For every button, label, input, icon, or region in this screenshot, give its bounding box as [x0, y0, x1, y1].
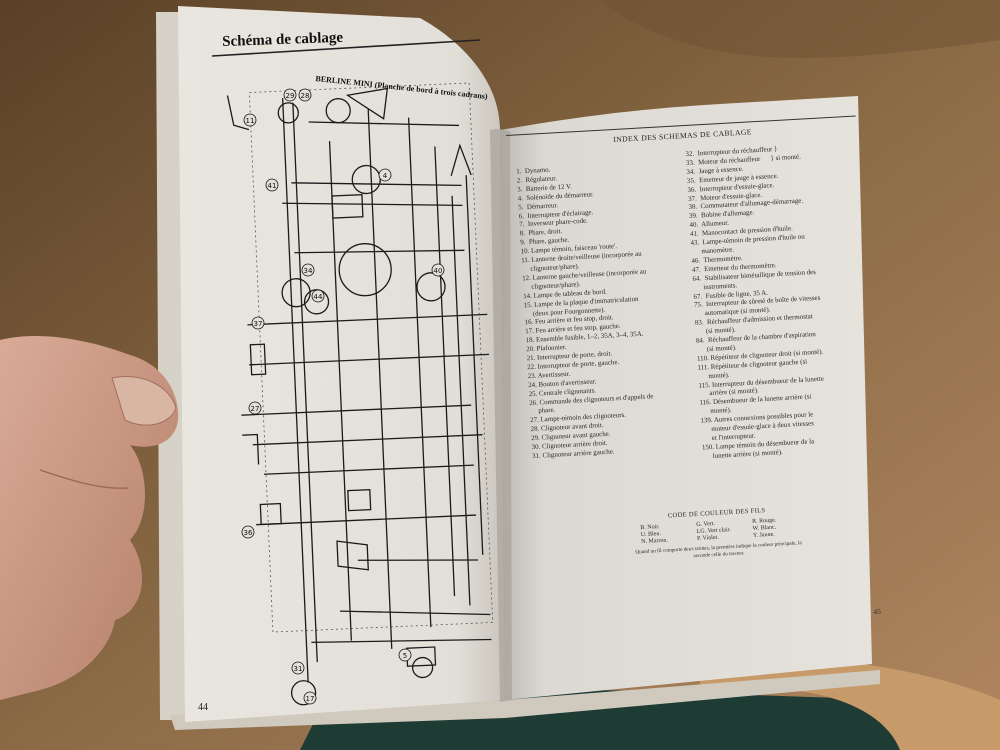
index-heading: INDEX DES SCHEMAS DE CABLAGE — [613, 127, 752, 145]
wire-label-31: 31 — [291, 661, 305, 675]
page-stack-bottom — [170, 670, 880, 730]
wire-label-11: 11 — [243, 113, 257, 127]
wire-label-40-text: 40 — [434, 267, 443, 275]
thumb-nail — [111, 376, 177, 426]
wire-label-28: 28 — [298, 88, 312, 102]
index-list-left: 1. Dynamo.2. Régulateur.3. Batterie de 1… — [516, 160, 692, 462]
wire-label-29: 29 — [283, 88, 297, 102]
left-header-rule — [211, 39, 481, 57]
wiring-diagram — [226, 82, 494, 706]
wire-label-4: 4 — [378, 168, 392, 182]
wire-label-17: 17 — [303, 691, 317, 705]
wire-number-labels: 29 28 11 41 37 36 34 44 4 5 17 31 27 40 — [241, 88, 445, 705]
gutter-shadow — [490, 129, 512, 702]
color-code-box: CODE DE COULEUR DES FILS B. Noir.G. Vert… — [632, 505, 804, 562]
wire-label-31-text: 31 — [294, 665, 303, 673]
wire-label-44-text: 44 — [314, 293, 323, 301]
index-list-right: 32. Interrupteur du réchauffeur }33. Mot… — [685, 142, 872, 463]
wire-label-5-text: 5 — [403, 652, 407, 660]
color-code-entry: N. Marron. — [640, 537, 669, 546]
wire-label-37-text: 37 — [254, 320, 263, 328]
wire-label-29-text: 29 — [286, 92, 295, 100]
wire-label-5: 5 — [398, 648, 412, 662]
left-page — [178, 6, 505, 722]
wire-label-4-text: 4 — [383, 172, 388, 180]
wire-label-36: 36 — [241, 525, 255, 539]
wire-label-17-text: 17 — [306, 695, 315, 703]
wire-label-36-text: 36 — [244, 529, 253, 537]
finger-crease — [39, 469, 129, 489]
wire-label-41: 41 — [265, 178, 279, 192]
wire-label-34: 34 — [301, 263, 315, 277]
color-code-entry: Y. Jaune. — [752, 531, 775, 539]
wire-label-40: 40 — [431, 263, 445, 277]
wire-label-11-text: 11 — [246, 117, 255, 125]
wire-label-28-text: 28 — [301, 92, 310, 100]
right-page — [500, 96, 872, 700]
right-page-content: INDEX DES SCHEMAS DE CABLAGE 1. Dynamo.2… — [506, 111, 886, 650]
wire-label-37: 37 — [251, 316, 265, 330]
wire-label-41-text: 41 — [268, 182, 277, 190]
page-number-right: 45 — [873, 606, 882, 617]
hand — [0, 335, 179, 700]
wood-grain — [600, 0, 1000, 58]
color-code-entry: P. Violet. — [696, 534, 719, 542]
wire-label-34-text: 34 — [304, 267, 313, 275]
page-number-left: 44 — [198, 702, 208, 713]
wire-label-44: 44 — [311, 289, 325, 303]
wire-label-27-text: 27 — [251, 405, 260, 413]
wire-label-27: 27 — [248, 401, 262, 415]
